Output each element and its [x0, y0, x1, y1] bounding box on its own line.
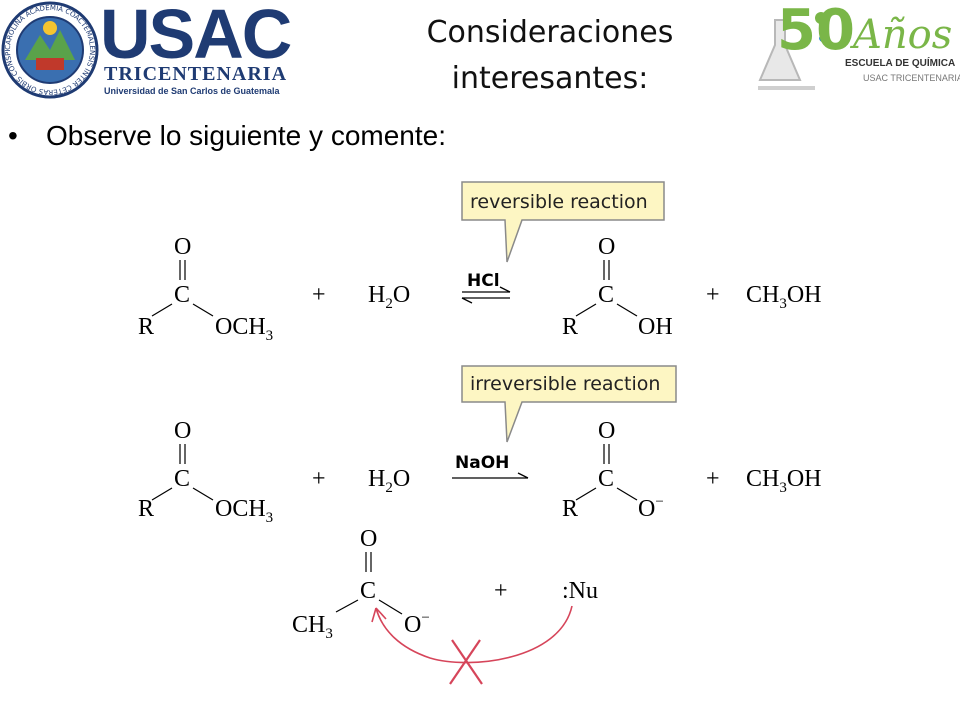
svg-text:R: R: [562, 496, 578, 522]
svg-text:O: O: [598, 418, 615, 444]
group-och3: OCH: [215, 314, 266, 340]
group-oh: OH: [638, 314, 673, 340]
title-line-1: Consideraciones: [426, 15, 674, 50]
reaction-row-1: reversible reaction O C R OCH3 + H2O HCl…: [138, 181, 822, 344]
bullet-point: • Observe lo siguiente y comente:: [8, 120, 446, 152]
ester-molecule-2: O C R OCH3: [138, 418, 273, 526]
usac-brand: USAC: [100, 0, 292, 73]
escuela-quimica-logo: 50 Años ESCUELA DE QUÍMICA USAC TRICENTE…: [755, 0, 960, 95]
ester-molecule-1: O C R OCH3: [138, 234, 273, 344]
svg-text:+: +: [494, 578, 508, 604]
bullet-marker: •: [8, 120, 18, 151]
svg-text:OCH3: OCH3: [215, 496, 273, 526]
flask-icon: [758, 12, 827, 90]
reaction-row-3: O C CH3 O− + :Nu: [292, 526, 598, 685]
svg-text:R: R: [138, 496, 154, 522]
svg-text:OCH3: OCH3: [215, 314, 273, 344]
svg-text:+: +: [706, 466, 720, 492]
carboxylic-acid-molecule: O C R OH: [562, 234, 673, 340]
atom-r: R: [138, 314, 154, 340]
svg-text:O−: O−: [404, 610, 430, 638]
svg-text:+: +: [706, 282, 720, 308]
svg-text:C: C: [174, 466, 190, 492]
reaction-scheme: reversible reaction O C R OCH3 + H2O HCl…: [138, 181, 822, 685]
usac-logo: CAROLINA ACADEMIA COACTEMALENSIS INTER C…: [0, 0, 295, 100]
svg-text:O−: O−: [638, 494, 664, 522]
svg-text:C: C: [598, 466, 614, 492]
slide-title: Consideraciones interesantes:: [360, 10, 740, 102]
callout-bubble-2: [461, 365, 677, 443]
bullet-text: Observe lo siguiente y comente:: [46, 120, 446, 151]
callout-text-1: reversible reaction: [470, 191, 648, 213]
usac-university: Universidad de San Carlos de Guatemala: [104, 86, 280, 96]
equilibrium-arrow: [461, 286, 511, 304]
catalyst-naoh: NaOH: [455, 453, 509, 473]
acetate-molecule: O C CH3 O−: [292, 526, 430, 642]
anniversary-word: Años: [853, 12, 953, 58]
svg-text:O: O: [174, 418, 191, 444]
callout-text-2: irreversible reaction: [470, 373, 660, 395]
usac-subtitle: TRICENTENARIA: [104, 63, 288, 85]
svg-text:+: +: [312, 466, 326, 492]
svg-text:CH3OH: CH3OH: [746, 466, 822, 496]
usac-seal-icon: CAROLINA ACADEMIA COACTEMALENSIS INTER C…: [0, 0, 99, 99]
svg-text:H2O: H2O: [368, 466, 410, 496]
school-tagline: USAC TRICENTENARIA: [863, 73, 960, 83]
title-line-2: interesantes:: [451, 61, 649, 96]
carboxylate-molecule: O C R O−: [562, 418, 664, 522]
atom-c: C: [174, 282, 190, 308]
reaction-row-2: irreversible reaction O C R OCH3 + H2O N…: [138, 365, 822, 526]
svg-text:O: O: [360, 526, 377, 552]
plus-sign: +: [312, 282, 326, 308]
anniversary-number: 50: [777, 0, 855, 63]
svg-text:R: R: [562, 314, 578, 340]
catalyst-hcl: HCl: [467, 271, 500, 291]
svg-text:C: C: [598, 282, 614, 308]
school-name: ESCUELA DE QUÍMICA: [845, 58, 956, 69]
svg-text:C: C: [360, 578, 376, 604]
blocked-attack-arrow: [371, 605, 573, 685]
methanol-molecule: CH3OH: [746, 282, 822, 312]
nucleophile: :Nu: [562, 578, 598, 604]
svg-text:CH3: CH3: [292, 612, 333, 642]
callout-bubble-1: [461, 181, 665, 263]
atom-o: O: [174, 234, 191, 260]
forward-arrow: [452, 472, 529, 479]
cross-x-icon: [451, 639, 483, 685]
water-molecule: H2O: [368, 282, 410, 312]
svg-text:O: O: [598, 234, 615, 260]
